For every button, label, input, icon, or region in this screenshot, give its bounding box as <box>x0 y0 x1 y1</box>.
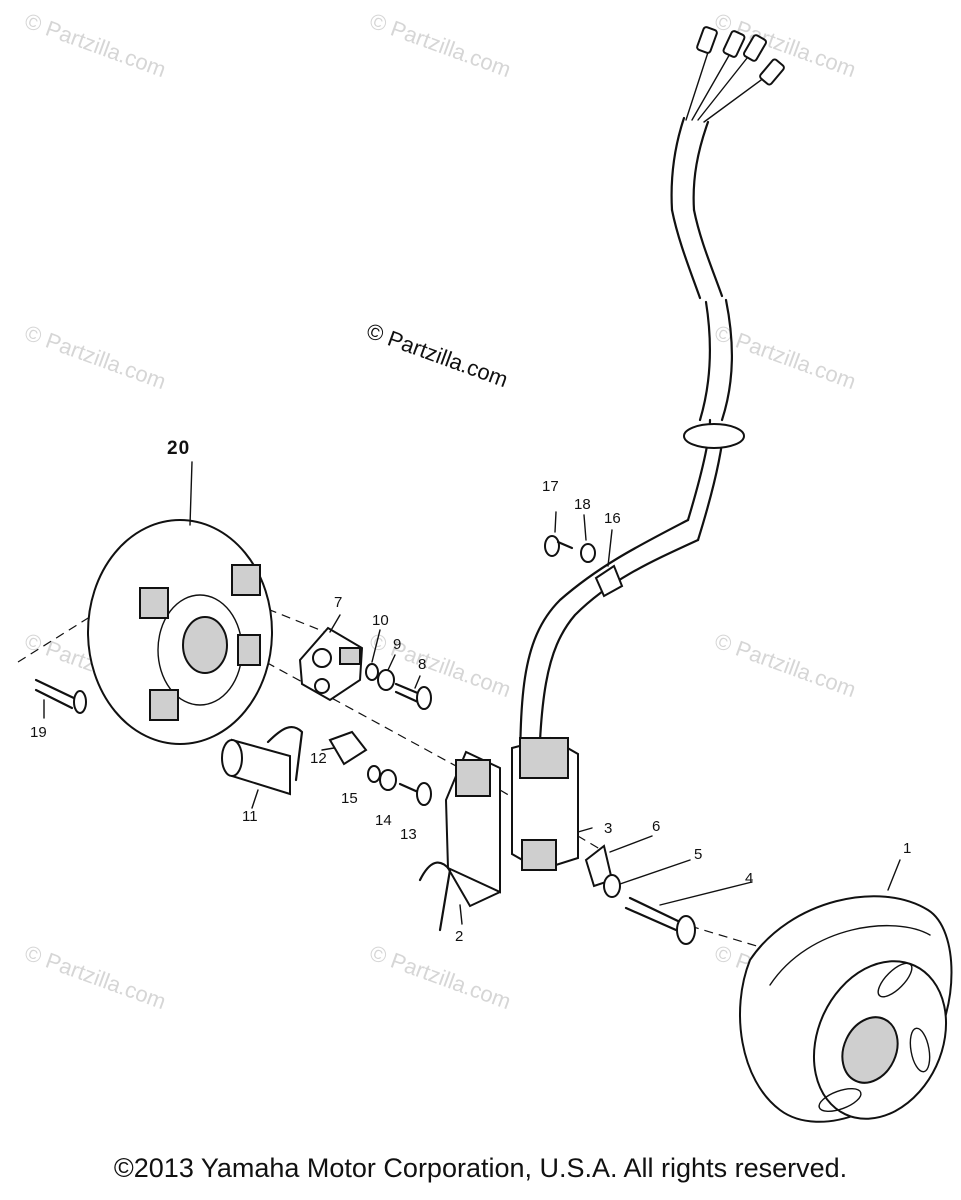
contact-breaker-7 <box>298 626 364 702</box>
callout-1: 1 <box>903 840 912 857</box>
callout-11: 11 <box>242 808 258 825</box>
connector <box>743 34 767 62</box>
callout-20: 20 <box>167 438 191 459</box>
callout-3: 3 <box>604 820 613 837</box>
connector <box>696 26 718 54</box>
lighting-coil-2 <box>418 750 501 932</box>
flywheel-rotor-1 <box>739 895 953 1123</box>
callout-19: 19 <box>30 724 47 741</box>
stator-base-plate <box>87 519 273 745</box>
callout-2: 2 <box>455 928 464 945</box>
callout-7: 7 <box>334 594 343 611</box>
washer-18 <box>580 543 596 563</box>
callout-18: 18 <box>574 496 591 513</box>
callout-5: 5 <box>694 846 703 863</box>
callout-15: 15 <box>341 790 358 807</box>
washer-5 <box>603 874 621 898</box>
callout-12: 12 <box>310 750 327 767</box>
callout-9: 9 <box>393 636 402 653</box>
leader-lines <box>43 461 901 925</box>
copyright-footer: ©2013 Yamaha Motor Corporation, U.S.A. A… <box>113 1153 848 1183</box>
connector <box>759 58 785 86</box>
washer-10 <box>365 663 379 681</box>
callout-17: 17 <box>542 478 559 495</box>
bolt-4 <box>624 896 696 945</box>
connector <box>722 30 746 58</box>
condenser-11 <box>221 725 304 796</box>
callout-14: 14 <box>375 812 392 829</box>
callout-16: 16 <box>604 510 621 527</box>
callout-8: 8 <box>418 656 427 673</box>
washer-9 <box>377 669 395 691</box>
screw-17 <box>544 535 574 557</box>
screw-13 <box>398 782 432 806</box>
ignition-coil-3 <box>511 736 579 872</box>
washer-14 <box>379 769 397 791</box>
callout-13: 13 <box>400 826 417 843</box>
washer-15 <box>367 765 381 783</box>
callout-6: 6 <box>652 818 661 835</box>
wire-harness <box>518 26 785 802</box>
clamp-12 <box>328 730 368 766</box>
grommet <box>683 423 745 449</box>
screw-19 <box>34 678 87 714</box>
clamp-16 <box>594 564 624 598</box>
screw-8 <box>394 682 432 710</box>
callout-10: 10 <box>372 612 389 629</box>
callout-4: 4 <box>745 870 754 887</box>
